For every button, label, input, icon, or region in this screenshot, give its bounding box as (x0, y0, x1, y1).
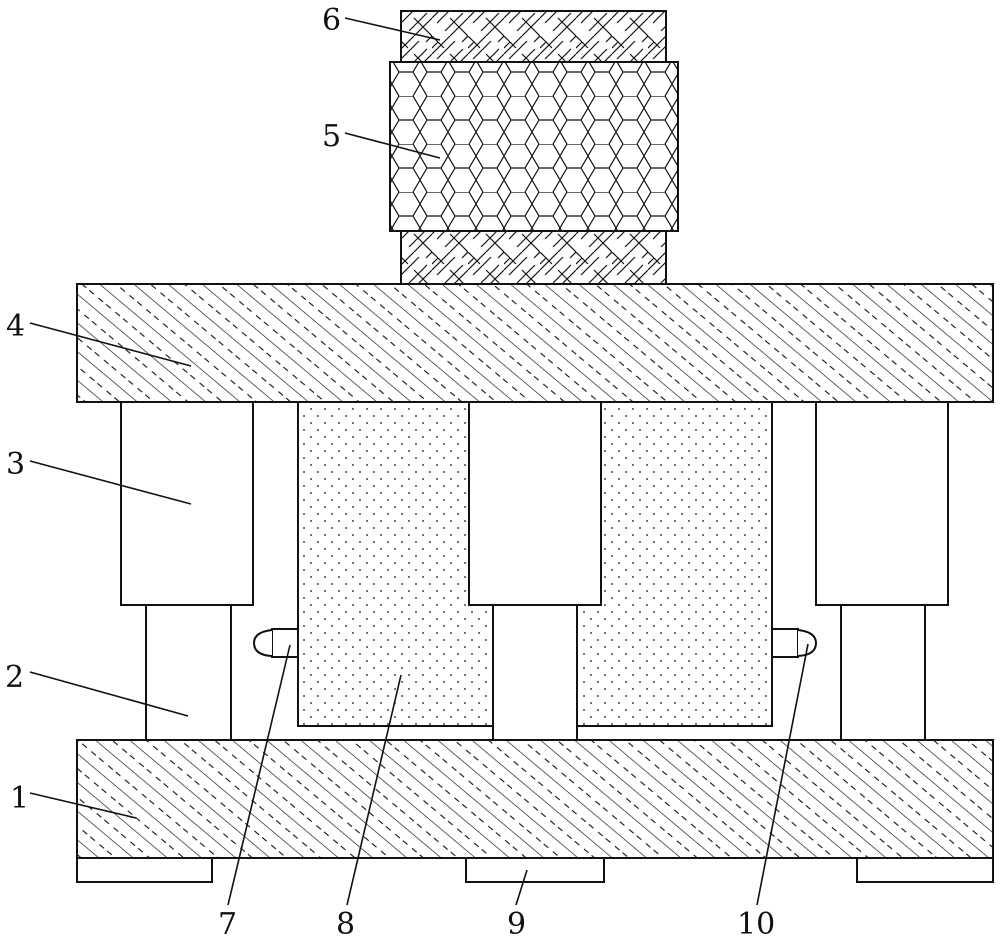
shaft (400, 10, 667, 285)
part-labels: 1 2 3 4 5 6 7 8 9 10 (5, 3, 775, 942)
top-plate (76, 283, 994, 403)
lower-columns (145, 604, 926, 741)
label-upper-sleeve: 3 (6, 447, 25, 482)
lower-column-right (840, 604, 926, 741)
label-knurled-grip: 5 (322, 119, 341, 154)
lower-column-center (492, 604, 578, 741)
base-plate (76, 739, 994, 859)
foot-pad-right (856, 857, 994, 883)
side-pin (252, 628, 299, 658)
upper-sleeve-center (468, 401, 602, 606)
foot-pad-left (76, 857, 213, 883)
lower-column-left (145, 604, 232, 741)
label-filler-block: 8 (336, 907, 355, 942)
label-shaft: 6 (322, 3, 341, 38)
foot-pad-center (465, 857, 605, 883)
label-base-plate: 1 (10, 781, 29, 816)
label-top-plate: 4 (6, 309, 25, 344)
foot-pads (76, 857, 994, 883)
label-side-knob: 10 (737, 907, 775, 942)
leader-lines (29, 17, 809, 906)
upper-sleeve-right (815, 401, 949, 606)
filler-block-left (297, 401, 494, 727)
side-knob (771, 628, 818, 658)
knurled-grip (389, 61, 679, 232)
filler-blocks (297, 401, 773, 727)
label-side-pin: 7 (218, 907, 237, 942)
upper-sleeves (120, 401, 949, 606)
filler-block-right (576, 401, 773, 727)
label-lower-column: 2 (5, 660, 24, 695)
label-foot-pad: 9 (507, 907, 526, 942)
